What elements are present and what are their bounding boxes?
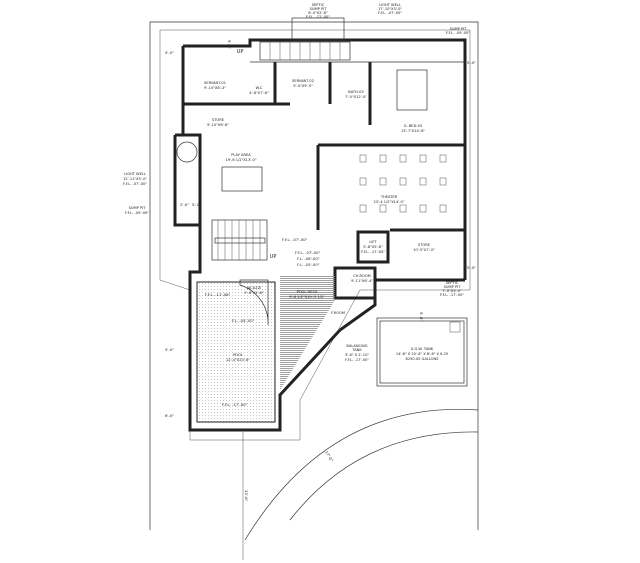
svg-text:5'-0": 5'-0" xyxy=(192,202,201,207)
svg-text:5'-0": 5'-0" xyxy=(467,265,476,270)
svg-text:5'-0": 5'-0" xyxy=(419,312,424,321)
svg-text:F.F.L. -17'-00": F.F.L. -17'-00" xyxy=(222,402,248,407)
f-room-label: F.ROOM xyxy=(331,311,345,315)
svg-text:UP: UP xyxy=(270,254,277,260)
svg-text:23'-6": 23'-6" xyxy=(244,490,249,502)
svg-text:F.L. -06'-00": F.L. -06'-00" xyxy=(297,256,320,261)
svg-text:F.F.L. -07'-00": F.F.L. -07'-00" xyxy=(282,237,308,242)
svg-text:2'-0": 2'-0" xyxy=(180,202,189,207)
svg-text:F.F.L. -07'-00": F.F.L. -07'-00" xyxy=(295,250,321,255)
stair-top xyxy=(259,41,351,61)
svg-text:5'-0": 5'-0" xyxy=(467,60,476,65)
pool xyxy=(196,281,276,423)
svg-text:17'-0": 17'-0" xyxy=(324,450,334,463)
svg-text:F.L. -05'-00": F.L. -05'-00" xyxy=(232,318,255,323)
bed xyxy=(396,69,428,111)
ugw-tank xyxy=(376,317,468,387)
spiral-stair xyxy=(176,141,198,163)
level-labels: F.F.L. -07'-00" F.F.L. -07'-00" F.L. -06… xyxy=(205,49,321,407)
pool-deck xyxy=(280,275,335,390)
dimension-labels: 5'-0" 5'-0" 2'-0" 5'-0" 5'-0" 5'-0" 6'-0… xyxy=(165,40,476,502)
svg-text:UP: UP xyxy=(237,49,244,55)
walls xyxy=(173,17,467,432)
svg-text:6'-0": 6'-0" xyxy=(165,413,174,418)
theater-seats xyxy=(359,154,447,213)
stair-main xyxy=(211,219,268,261)
svg-text:5'-0": 5'-0" xyxy=(165,50,174,55)
plot-boundary xyxy=(149,21,479,541)
svg-text:F.L. -05'-00": F.L. -05'-00" xyxy=(297,262,320,267)
jacuzzi xyxy=(239,279,269,326)
svg-text:5'-0": 5'-0" xyxy=(227,40,232,49)
svg-text:5'-0": 5'-0" xyxy=(165,347,174,352)
play-table xyxy=(221,166,263,192)
svg-text:F.F.L. -11'-06": F.F.L. -11'-06" xyxy=(205,292,231,297)
